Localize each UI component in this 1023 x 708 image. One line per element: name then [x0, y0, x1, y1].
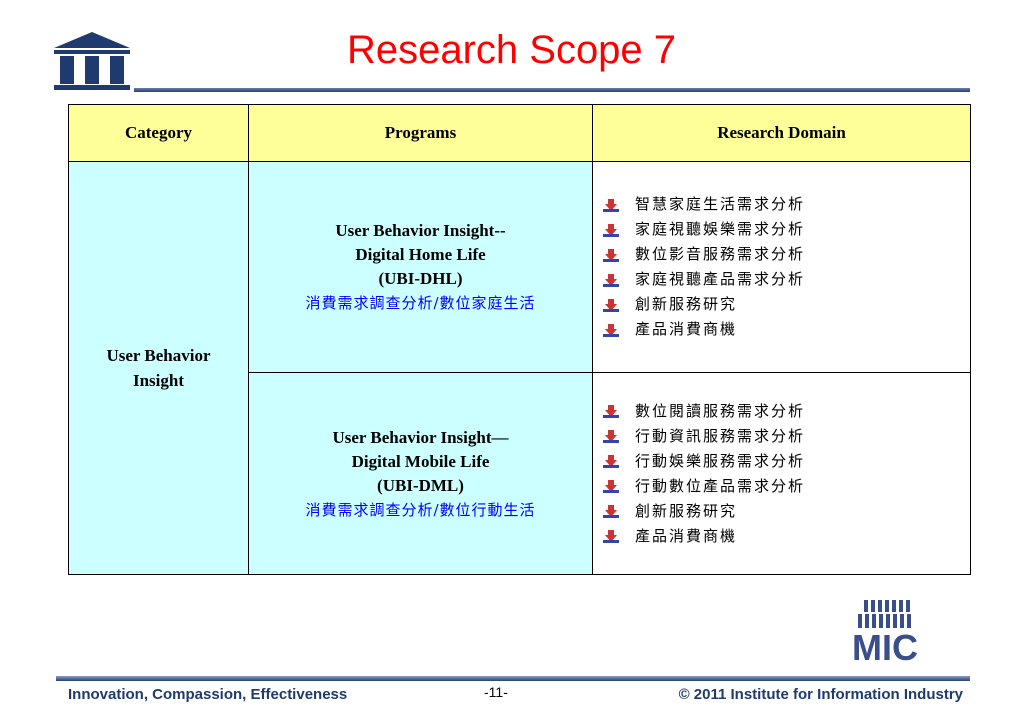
list-item: 創新服務研究 [603, 292, 970, 317]
page-number: -11- [484, 684, 508, 700]
list-item: 產品消費商機 [603, 524, 970, 549]
mic-logo-text: MIC [852, 627, 918, 664]
list-item: 家庭視聽娛樂需求分析 [603, 217, 970, 242]
category-line: User Behavior [106, 346, 211, 365]
list-item: 數位影音服務需求分析 [603, 242, 970, 267]
bullet-arrow-icon [603, 323, 619, 337]
header-programs: Programs [248, 104, 593, 162]
list-item: 行動數位產品需求分析 [603, 474, 970, 499]
program-line: (UBI-DHL) [378, 269, 463, 288]
bullet-arrow-icon [603, 430, 619, 443]
mic-logo: MIC [852, 600, 918, 664]
bullet-arrow-icon [603, 273, 619, 287]
research-scope-table: Category Programs Research Domain User B… [68, 104, 971, 575]
table-header-row: Category Programs Research Domain [68, 104, 971, 162]
program-line: (UBI-DML) [377, 475, 464, 495]
program-zh: 消費需求調查分析/數位家庭生活 [305, 294, 536, 312]
program-line: User Behavior Insight— [332, 427, 509, 447]
program-zh: 消費需求調查分析/數位行動生活 [305, 500, 536, 519]
list-item: 家庭視聽產品需求分析 [603, 267, 970, 292]
category-line: Insight [132, 371, 185, 390]
bullet-arrow-icon [603, 198, 619, 212]
domain-cell-dhl: 智慧家庭生活需求分析 家庭視聽娛樂需求分析 數位影音服務需求分析 家庭視聽產品需… [592, 161, 971, 373]
header-research-domain: Research Domain [592, 104, 971, 162]
bullet-arrow-icon [603, 505, 619, 518]
program-cell-dml: User Behavior Insight— Digital Mobile Li… [248, 372, 593, 575]
table-row: User Behavior Insight— Digital Mobile Li… [69, 372, 971, 575]
bullet-arrow-icon [603, 455, 619, 468]
list-item: 產品消費商機 [603, 317, 970, 342]
footer-tagline: Innovation, Compassion, Effectiveness [68, 686, 348, 703]
header-category: Category [68, 104, 249, 162]
category-cell: User Behavior Insight [68, 161, 249, 575]
program-line: User Behavior Insight-- [335, 221, 506, 240]
program-line: Digital Mobile Life [351, 451, 490, 471]
footer-copyright: © 2011 Institute for Information Industr… [678, 686, 963, 703]
iii-logo [54, 32, 130, 90]
list-item: 行動資訊服務需求分析 [603, 424, 970, 449]
bullet-arrow-icon [603, 530, 619, 543]
list-item: 創新服務研究 [603, 499, 970, 524]
list-item: 行動娛樂服務需求分析 [603, 449, 970, 474]
header-divider [134, 88, 970, 92]
list-item: 智慧家庭生活需求分析 [603, 192, 970, 217]
program-line: Digital Home Life [355, 245, 486, 264]
bullet-arrow-icon [603, 405, 619, 418]
bullet-arrow-icon [603, 223, 619, 237]
footer-divider [56, 676, 970, 681]
list-item: 數位閱讀服務需求分析 [603, 399, 970, 424]
domain-cell-dml: 數位閱讀服務需求分析 行動資訊服務需求分析 行動娛樂服務需求分析 行動數位產品需… [592, 372, 971, 575]
bullet-arrow-icon [603, 248, 619, 262]
table-row: User Behavior Insight User Behavior Insi… [68, 161, 971, 575]
bullet-arrow-icon [603, 480, 619, 493]
program-cell-dhl: User Behavior Insight-- Digital Home Lif… [248, 161, 593, 373]
slide-title: Research Scope 7 [346, 28, 677, 72]
bullet-arrow-icon [603, 298, 619, 312]
